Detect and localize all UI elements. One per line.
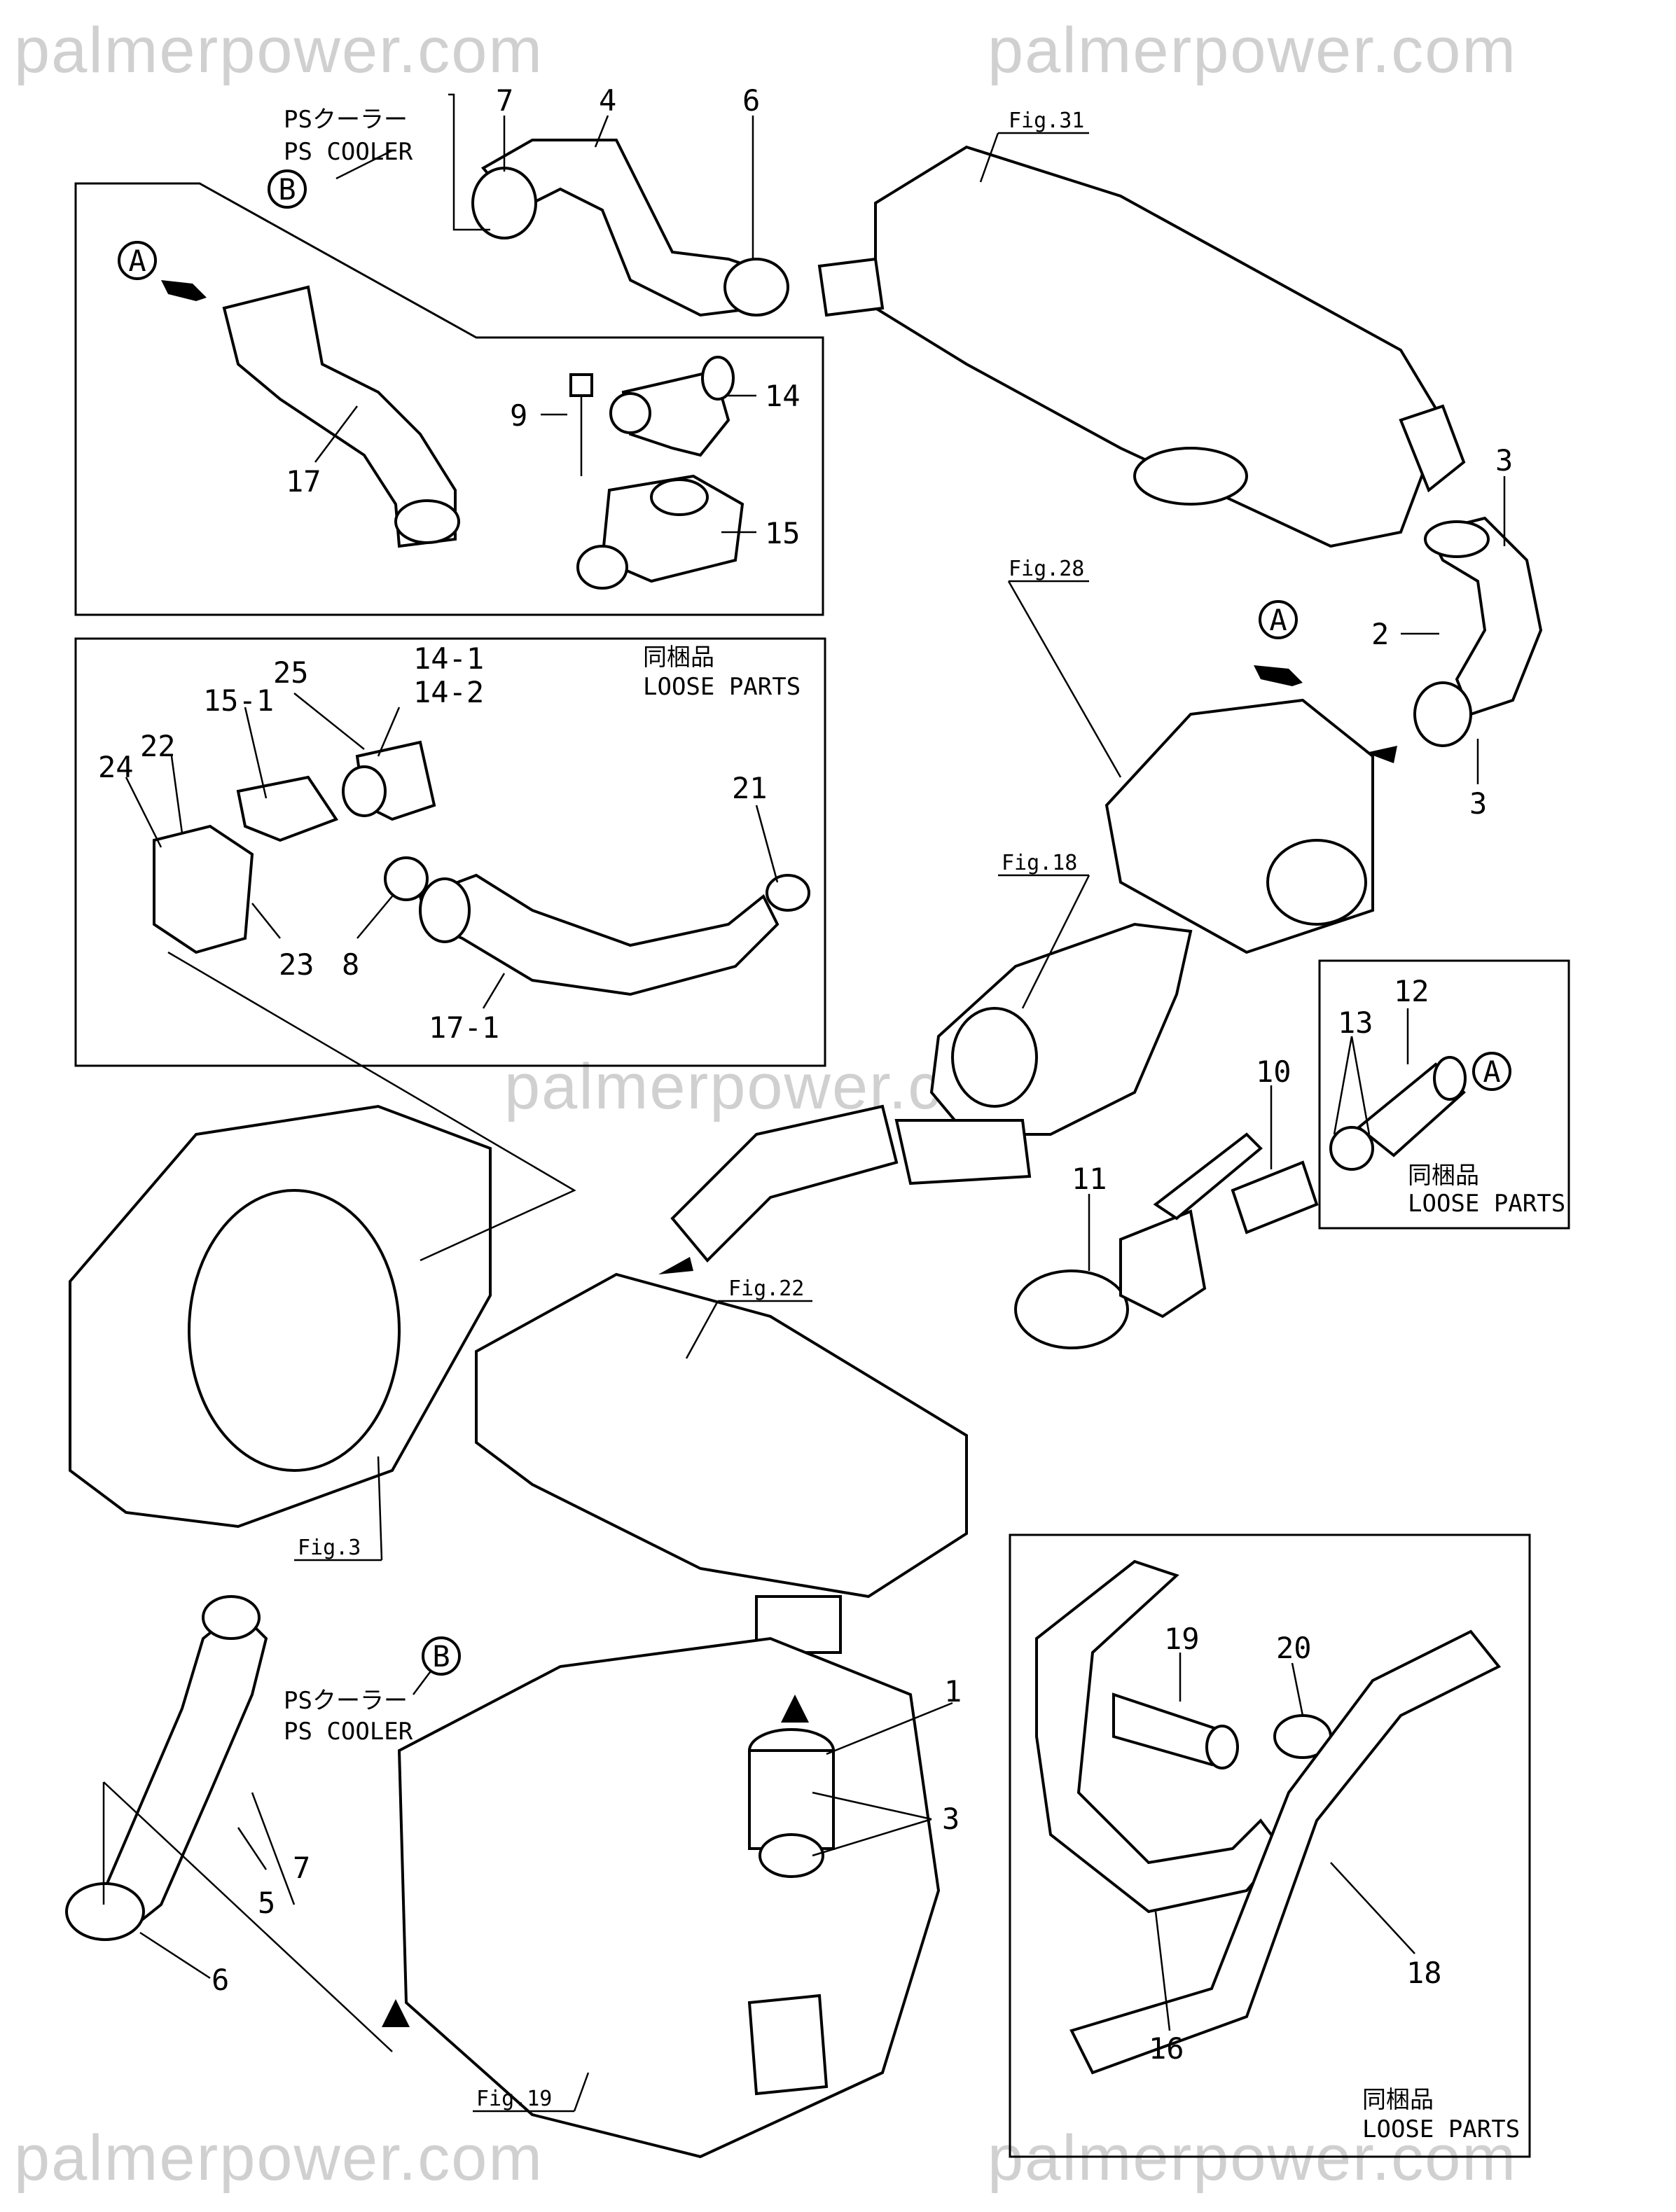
part-label-10: 10	[1256, 1055, 1291, 1089]
svg-text:B: B	[432, 1639, 450, 1674]
part-label-23: 23	[279, 947, 314, 982]
watermark-top-left: palmerpower.com	[14, 15, 544, 86]
ref-a-fig28: A	[1259, 600, 1298, 639]
ref-b-top: B	[268, 169, 307, 209]
part-label-16: 16	[1149, 2031, 1184, 2066]
flow-arrows	[161, 280, 1397, 2027]
elbow-14-1	[342, 740, 436, 821]
clamp-15-1	[236, 775, 339, 842]
part-label-14-2: 14-2	[413, 675, 484, 709]
loose-parts-ja-left: 同梱品	[643, 644, 714, 672]
housing-15	[576, 474, 744, 590]
part-label-21: 21	[732, 771, 768, 805]
clamp-21	[766, 874, 810, 912]
part-label-8: 8	[342, 947, 359, 982]
part-label-5: 5	[258, 1886, 275, 1920]
ref-b-bottom: B	[422, 1636, 461, 1676]
nipple-10	[1231, 1160, 1319, 1234]
watermark-bottom-right: palmerpower.com	[988, 2122, 1518, 2194]
cooler-fig31	[817, 145, 1466, 548]
part-label-22: 22	[140, 729, 176, 763]
hose-5	[65, 1595, 268, 1941]
fig-22-label: Fig.22	[728, 1277, 804, 1301]
part-label-14-1: 14-1	[413, 641, 484, 676]
loose-parts-box-right	[1009, 1533, 1531, 2158]
watermark-top-right: palmerpower.com	[988, 15, 1518, 86]
upper-detail-box	[74, 182, 824, 616]
elbow-fig18	[929, 922, 1193, 1136]
part-label-24: 24	[98, 750, 134, 784]
part-label-2: 2	[1371, 617, 1389, 651]
loose-parts-box-center	[1318, 959, 1570, 1230]
svg-text:A: A	[1269, 603, 1287, 637]
part-label-7-bottom: 7	[293, 1851, 310, 1885]
part-label-9: 9	[510, 398, 527, 433]
ref-a-upper-box: A	[118, 241, 157, 280]
hose-17-1	[418, 873, 780, 996]
bolt-9	[569, 373, 593, 476]
part-label-12: 12	[1394, 974, 1429, 1008]
ps-cooler-ja-top: PSクーラー	[284, 106, 408, 134]
hose-12	[1356, 1056, 1467, 1157]
svg-text:B: B	[278, 172, 296, 207]
fig-19-label: Fig.19	[476, 2087, 552, 2111]
part-label-18: 18	[1406, 1956, 1442, 1990]
svg-text:A: A	[128, 244, 146, 278]
loose-parts-ja-right: 同梱品	[1362, 2086, 1434, 2114]
part-label-7-top: 7	[496, 83, 513, 118]
part-label-15: 15	[765, 516, 801, 550]
watermark-bottom-left: palmerpower.com	[14, 2122, 544, 2194]
part-label-4: 4	[599, 83, 616, 118]
ps-cooler-en-bottom: PS COOLER	[284, 1718, 413, 1746]
tee-fitting-14	[609, 356, 735, 457]
loose-parts-ja-center: 同梱品	[1408, 1162, 1479, 1190]
fig-31-label: Fig.31	[1009, 109, 1084, 133]
leader-lines	[102, 93, 1506, 2113]
strainer-11	[1014, 1132, 1263, 1349]
tee-19	[1112, 1692, 1239, 1769]
loose-parts-en-left: LOOSE PARTS	[643, 673, 801, 701]
hose-17	[222, 285, 460, 548]
part-label-6-top: 6	[742, 83, 760, 118]
part-label-25: 25	[273, 655, 309, 690]
part-label-15-1: 15-1	[203, 683, 274, 718]
part-label-3-bottom: 3	[942, 1802, 960, 1836]
hose-2	[1413, 516, 1543, 747]
svg-text:A: A	[1483, 1055, 1500, 1089]
part-label-19: 19	[1164, 1622, 1200, 1656]
fig-3-label: Fig.3	[298, 1536, 361, 1560]
loose-parts-en-center: LOOSE PARTS	[1408, 1190, 1565, 1218]
hose-18	[1069, 1629, 1502, 2075]
part-label-17: 17	[286, 464, 321, 499]
fig-28-label: Fig.28	[1009, 557, 1084, 581]
fig-18-label: Fig.18	[1002, 851, 1077, 875]
bracket-22	[153, 824, 254, 954]
part-label-14: 14	[765, 379, 801, 413]
part-label-3-mid: 3	[1469, 786, 1487, 821]
part-label-6-bottom: 6	[212, 1963, 229, 1997]
engine-fig19	[397, 1636, 941, 2159]
part-label-17-1: 17-1	[429, 1010, 499, 1045]
flywheel-housing-fig3	[69, 1104, 492, 1529]
clamp-13	[1329, 1126, 1374, 1171]
pipe-fig18-to-fig22	[670, 1104, 1032, 1262]
loose-parts-en-right: LOOSE PARTS	[1362, 2115, 1520, 2143]
ref-a-loose-center: A	[1472, 1052, 1511, 1091]
part-label-3-top: 3	[1495, 443, 1513, 478]
part-label-20: 20	[1276, 1631, 1312, 1665]
part-label-13: 13	[1338, 1006, 1373, 1040]
loose-parts-box-left	[74, 637, 826, 1067]
part-label-11: 11	[1072, 1162, 1107, 1196]
ps-cooler-en-top: PS COOLER	[284, 138, 413, 166]
part-label-1: 1	[944, 1674, 962, 1709]
hose-4	[471, 139, 789, 317]
ps-cooler-ja-bottom: PSクーラー	[284, 1687, 408, 1715]
exhaust-fig22	[475, 1272, 968, 1654]
hose-16	[1035, 1559, 1284, 1914]
manifold-fig28	[1104, 698, 1374, 954]
clamp-8	[384, 856, 429, 901]
